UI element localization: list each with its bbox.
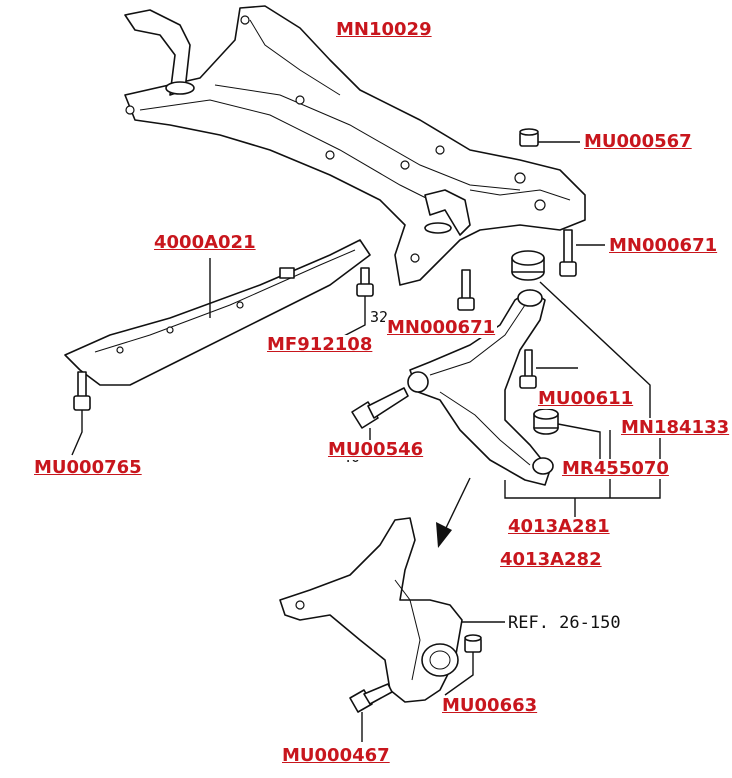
label-mn10029: MN10029 (334, 19, 434, 40)
nut-drawing-mu00663 (444, 634, 482, 696)
bushing-drawing-mn184133 (511, 250, 651, 420)
svg-text:32: 32 (370, 308, 388, 326)
label-mf912108: MF912108 (265, 334, 375, 355)
label-mn000671-right: MN000671 (607, 235, 720, 256)
bolt-drawing-mu000765 (71, 371, 91, 456)
bracket-drawing-4000a021 (64, 239, 371, 386)
bolt-drawing-mn000671-middle: 32 (370, 269, 475, 326)
label-mu00663: MU00663 (440, 695, 540, 716)
label-mu000765: MU000765 (32, 457, 144, 478)
label-4013a281: 4013A281 (506, 516, 612, 537)
bolt-drawing-mu00611 (519, 349, 578, 389)
nut-drawing-mu000567 (519, 128, 580, 147)
label-mu000567: MU000567 (582, 131, 694, 152)
label-mn184133: MN184133 (619, 417, 732, 438)
ball-joint-drawing-mr455070 (533, 408, 601, 470)
label-4013a282: 4013A282 (498, 549, 604, 570)
label-mr455070: MR455070 (560, 458, 671, 479)
direction-arrow (436, 477, 471, 548)
reference-label: REF. 26-150 (508, 613, 621, 633)
label-mu00611: MU00611 (536, 388, 636, 409)
label-mu00546: MU00546 (326, 439, 426, 460)
crossmember-drawing (124, 5, 586, 286)
label-mu000467: MU000467 (280, 745, 392, 766)
label-mn000671-middle: MN000671 (385, 317, 498, 338)
bolt-drawing-mn000671-right (559, 229, 605, 277)
label-4000a021: 4000A021 (152, 232, 258, 253)
bolt-drawing-mf912108 (339, 267, 374, 339)
bolt-drawing-mu000467 (349, 683, 393, 742)
knuckle-drawing (279, 517, 505, 703)
bolt-drawing-mu00546: 40 (342, 387, 409, 466)
